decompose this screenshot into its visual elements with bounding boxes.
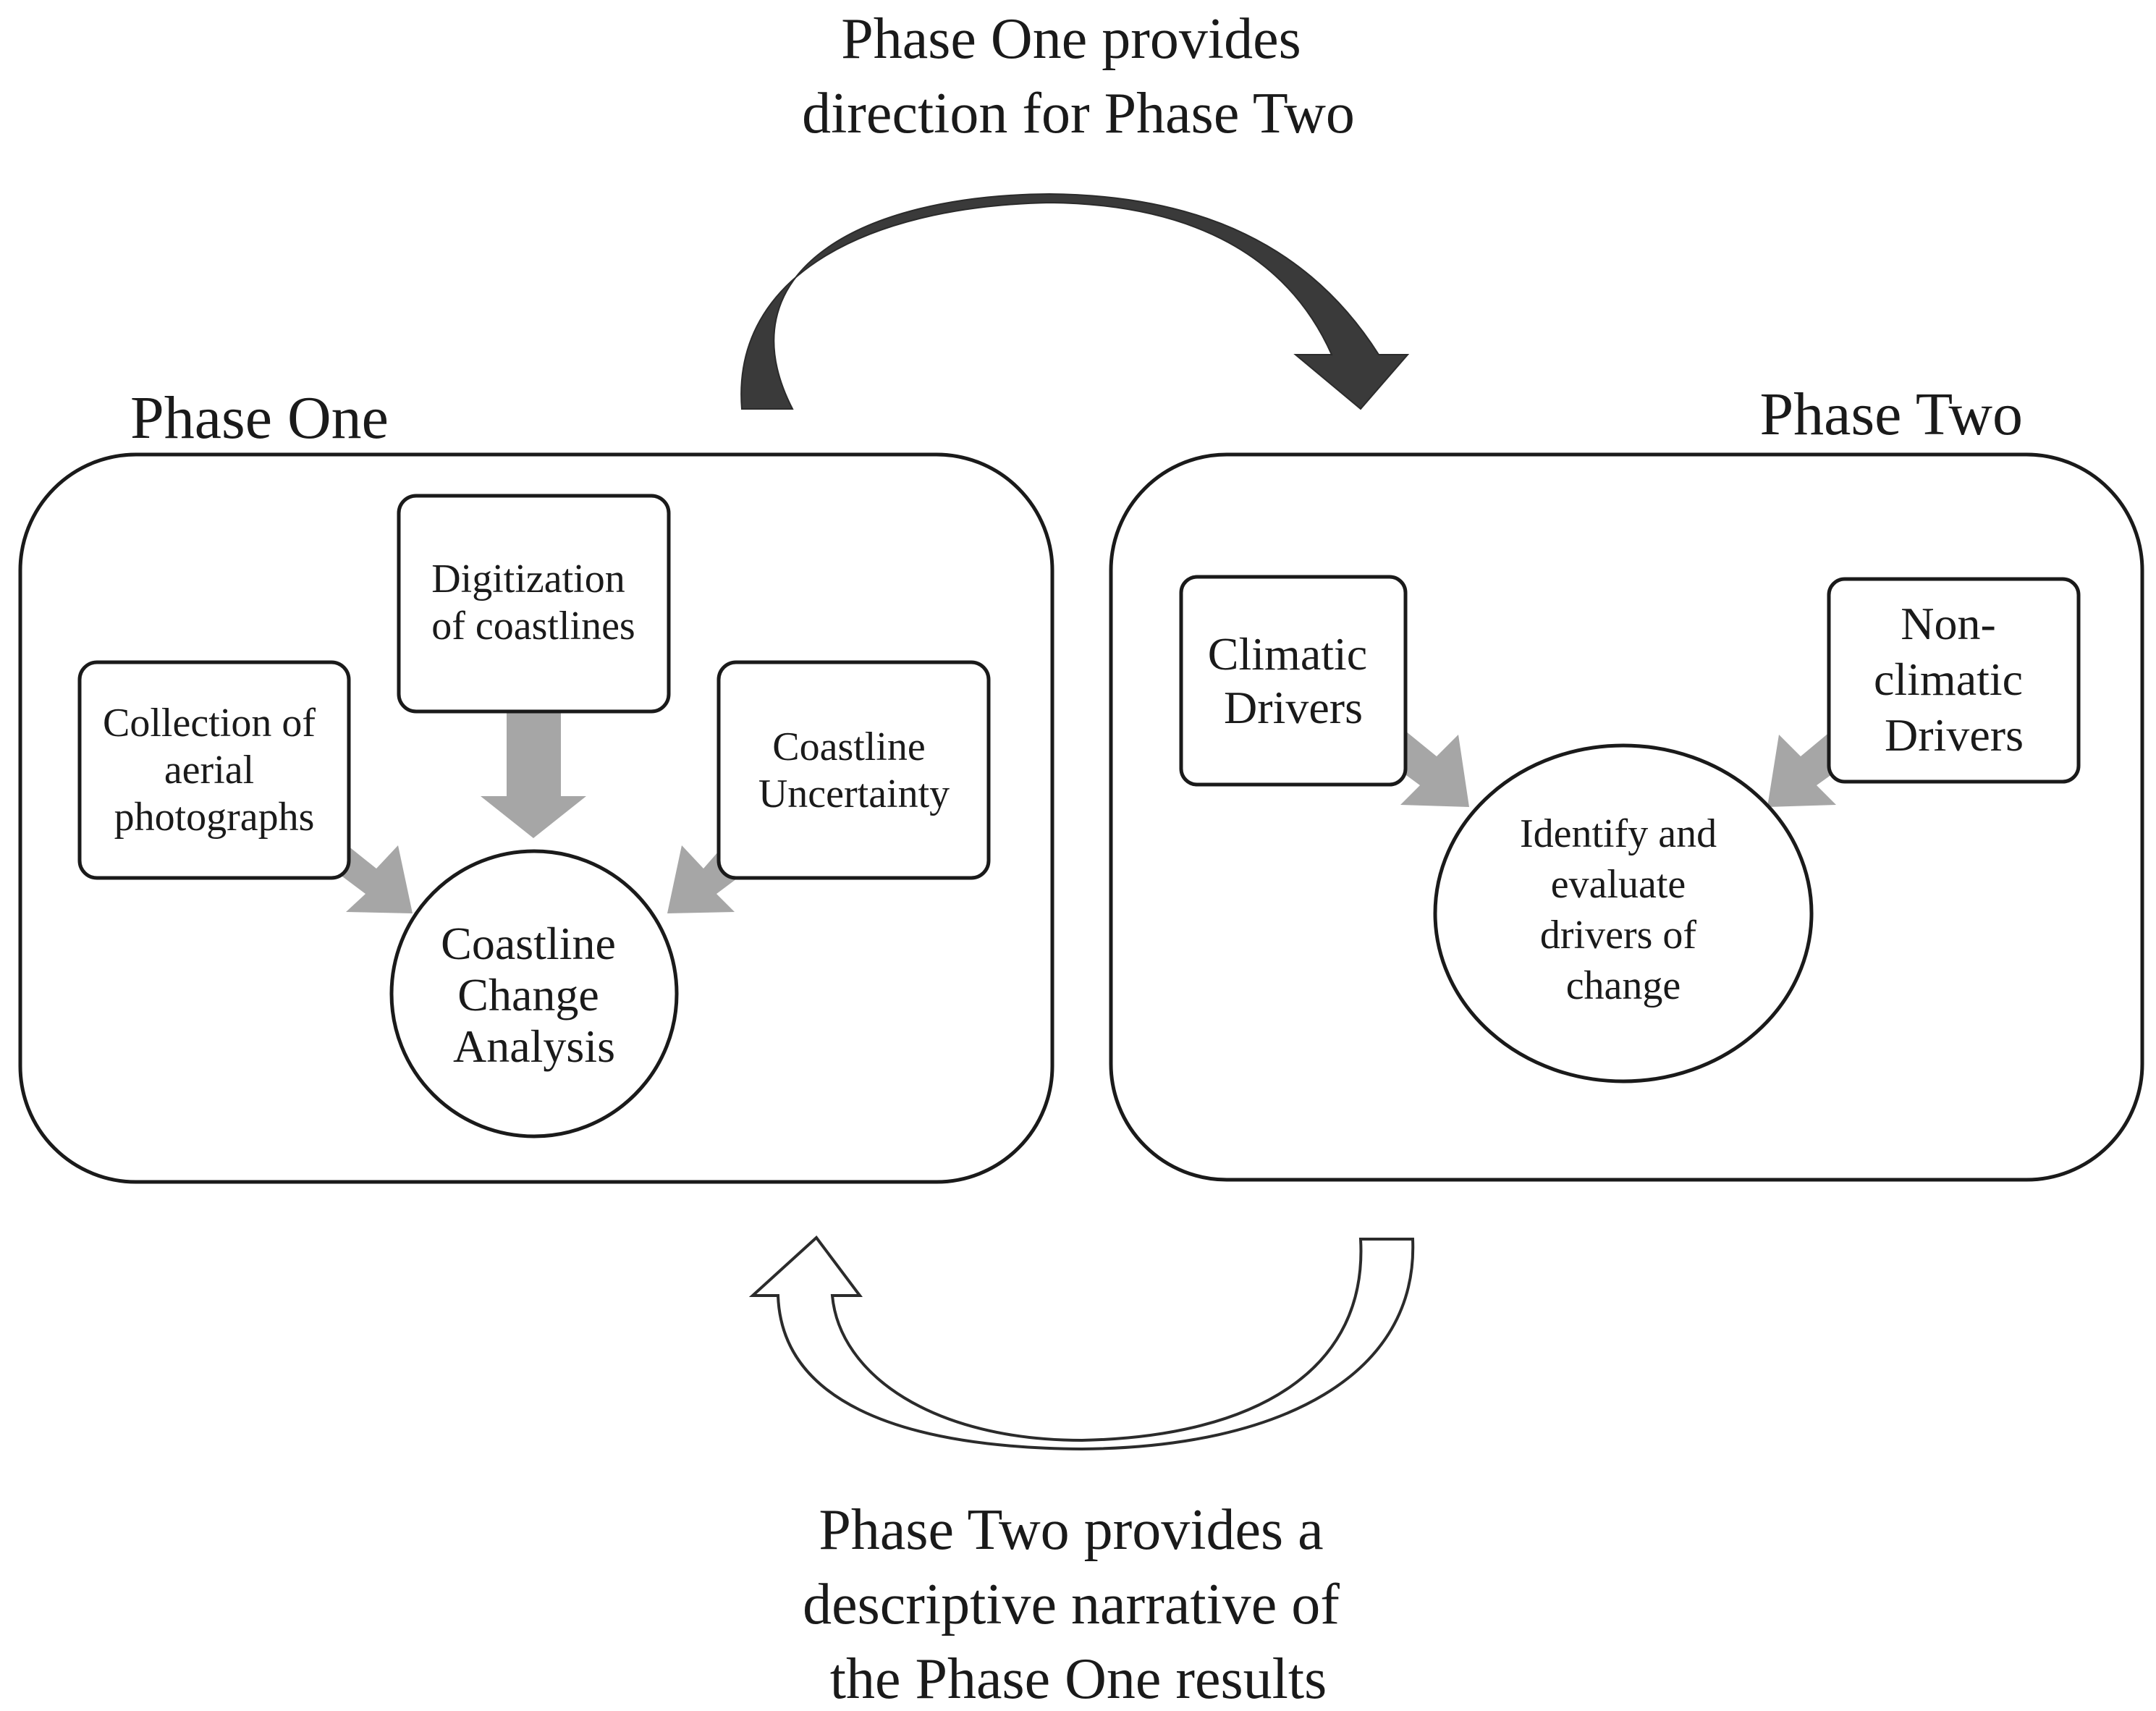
uncertainty-box — [716, 660, 991, 880]
top-caption: Phase One provides direction for Phase T… — [802, 7, 1355, 145]
bottom-caption-line: Phase Two provides a — [819, 1498, 1323, 1562]
climatic-drivers-box — [1179, 575, 1408, 787]
center-node-line: change — [1566, 963, 1681, 1008]
digitization-box-line: of coastlines — [431, 604, 635, 649]
forward-curved-arrow — [740, 193, 1410, 410]
feedback-curved-arrow — [748, 1235, 1415, 1451]
uncertainty-box-line: Coastline — [772, 724, 926, 769]
digitization-box-text: Digitization of coastlines — [431, 557, 635, 649]
climatic-drivers-text: Climatic Drivers — [1208, 628, 1379, 733]
phase-two-panel: Climatic Drivers Non- climatic Drivers I… — [1109, 452, 2144, 1182]
center-node-line: drivers of — [1540, 913, 1697, 958]
non-climatic-feed-arrow — [1767, 731, 1842, 807]
top-caption-line: Phase One provides — [841, 7, 1301, 71]
bottom-caption-line: descriptive narrative of — [803, 1573, 1340, 1636]
center-node-line: Identify and — [1520, 811, 1717, 856]
center-node-line: Analysis — [453, 1021, 615, 1072]
uncertainty-box-text: Coastline Uncertainty — [758, 724, 950, 816]
identify-evaluate-drivers-node — [1433, 743, 1814, 1083]
uncertainty-box-line: Uncertainty — [758, 772, 950, 816]
collection-box-text: Collection of aerial photographs — [103, 701, 326, 840]
center-node-line: Change — [457, 969, 599, 1021]
bottom-caption-line: the Phase One results — [830, 1647, 1327, 1711]
center-node-line: evaluate — [1551, 862, 1686, 907]
collection-feed-arrow — [337, 845, 413, 913]
digitization-box — [397, 494, 671, 714]
non-climatic-drivers-line: Non- — [1901, 598, 1996, 649]
phase-one-title: Phase One — [130, 384, 389, 452]
bottom-caption: Phase Two provides a descriptive narrati… — [803, 1498, 1354, 1711]
collection-box-line: Collection of — [103, 701, 316, 745]
coastline-change-analysis-node — [389, 849, 679, 1138]
collection-box — [77, 660, 351, 880]
climatic-drivers-line: Climatic — [1208, 628, 1367, 680]
collection-box-line: photographs — [114, 795, 315, 840]
non-climatic-drivers-line: Drivers — [1885, 709, 2024, 761]
phase-two-title: Phase Two — [1759, 381, 2023, 448]
coastline-change-analysis-text: Coastline Change Analysis — [441, 918, 627, 1072]
climatic-drivers-line: Drivers — [1224, 682, 1363, 733]
digitization-box-line: Digitization — [431, 557, 625, 601]
climatic-feed-arrow — [1395, 731, 1469, 807]
top-caption-line: direction for Phase Two — [802, 82, 1355, 145]
digitization-feed-arrow — [481, 713, 586, 838]
non-climatic-drivers-line: climatic — [1874, 654, 2023, 705]
non-climatic-drivers-box — [1827, 577, 2081, 784]
collection-box-line: aerial — [164, 748, 254, 793]
center-node-line: Coastline — [441, 918, 616, 969]
identify-evaluate-drivers-text: Identify and evaluate drivers of change — [1520, 811, 1727, 1008]
phase-one-panel: Collection of aerial photographs Digitiz… — [18, 452, 1054, 1184]
non-climatic-drivers-text: Non- climatic Drivers — [1874, 598, 2034, 761]
